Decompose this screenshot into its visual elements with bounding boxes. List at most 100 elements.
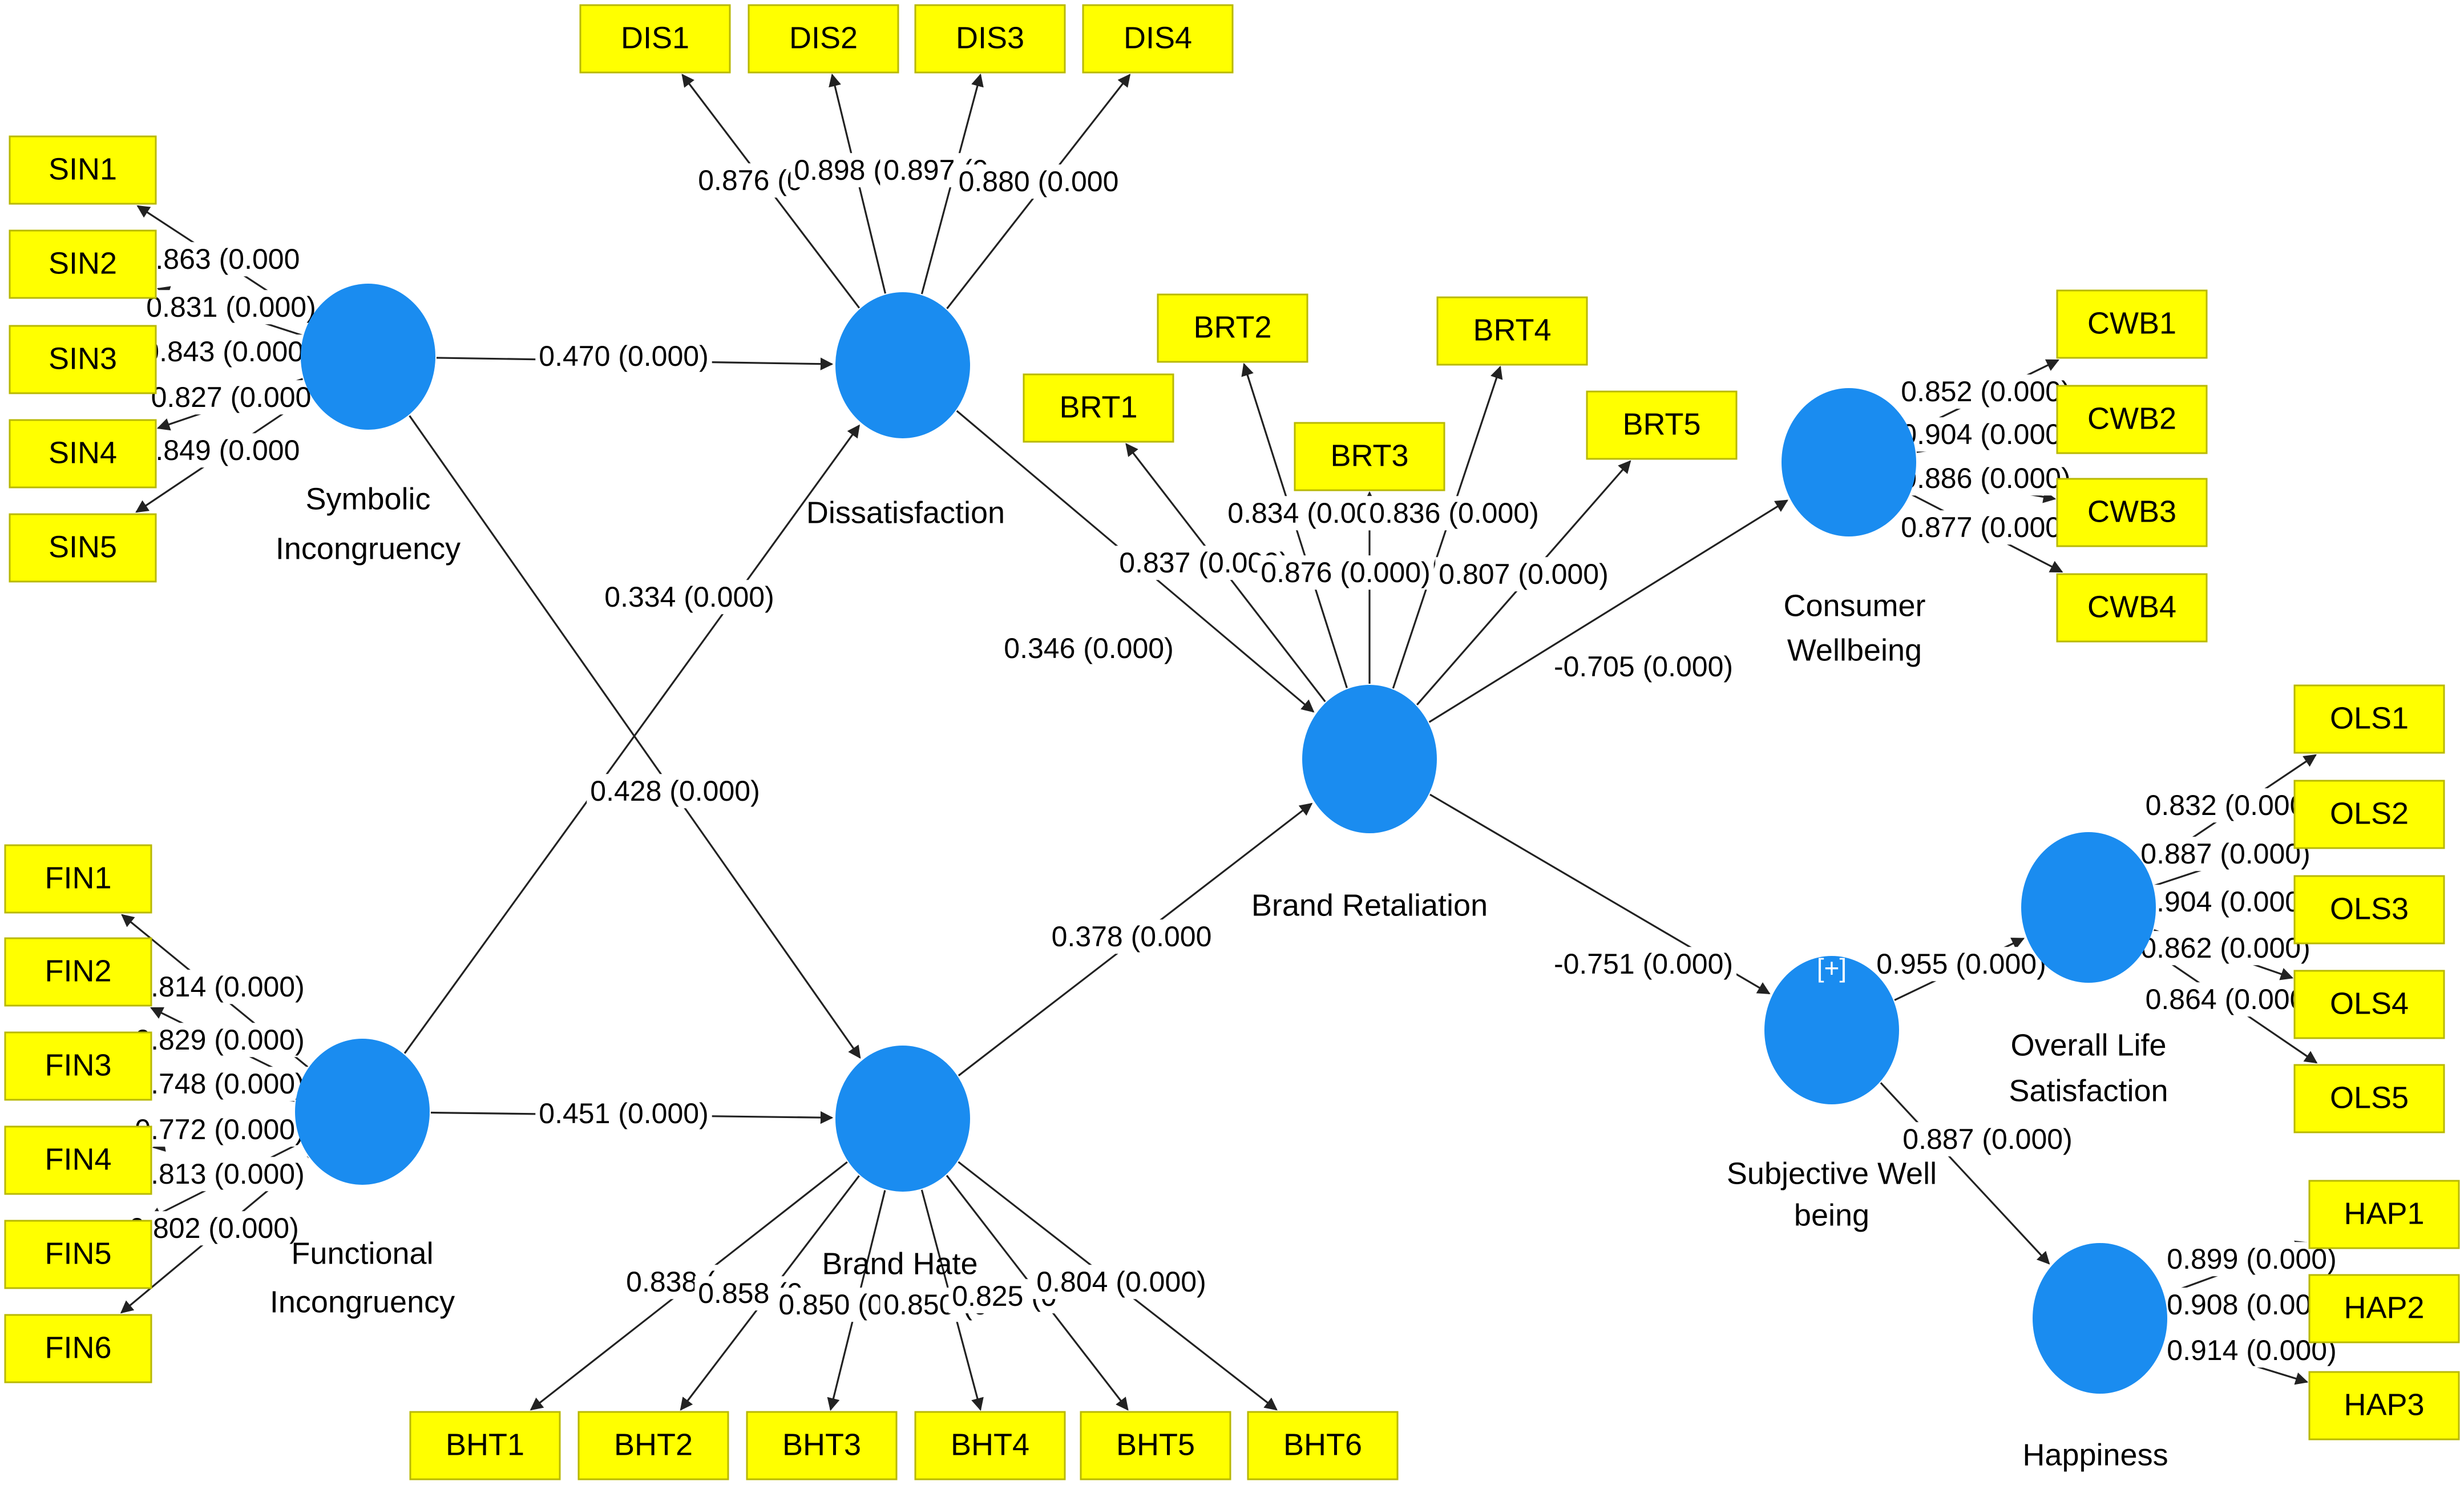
svg-text:0.772 (0.000): 0.772 (0.000): [135, 1113, 304, 1145]
loading-BHT6: 0.804 (0.000): [1033, 1265, 1210, 1300]
loading-OLS3: 0.904 (0.000): [2137, 885, 2314, 919]
loading-FIN4: 0.772 (0.000): [131, 1112, 308, 1147]
indicator-dis2[interactable]: DIS2: [748, 4, 899, 74]
indicator-sin4[interactable]: SIN4: [9, 419, 157, 489]
construct-swb[interactable]: [1764, 956, 1899, 1104]
indicator-sin2[interactable]: SIN2: [9, 229, 157, 299]
loading-OLS5: 0.864 (0.000: [2142, 982, 2309, 1017]
svg-text:0.864 (0.000: 0.864 (0.000: [2146, 983, 2306, 1015]
loading-SIN3: 0.843 (0.000): [140, 334, 317, 369]
indicator-label: FIN3: [45, 1048, 111, 1082]
construct-brt[interactable]: [1302, 685, 1437, 833]
indicator-bht1[interactable]: BHT1: [409, 1411, 561, 1480]
indicator-label: FIN6: [45, 1330, 111, 1365]
indicator-cwb2[interactable]: CWB2: [2056, 385, 2208, 454]
indicator-bht6[interactable]: BHT6: [1247, 1411, 1399, 1480]
loading-CWB2: 0.904 (0.000): [1897, 417, 2074, 452]
path-coefficient-swb-ols: 0.955 (0.000): [1873, 947, 2050, 982]
indicator-fin6[interactable]: FIN6: [4, 1314, 152, 1383]
indicator-sin1[interactable]: SIN1: [9, 135, 157, 205]
indicator-hap2[interactable]: HAP2: [2308, 1274, 2460, 1343]
indicator-brt2[interactable]: BRT2: [1157, 293, 1308, 363]
indicator-label: CWB2: [2087, 401, 2176, 435]
construct-dis[interactable]: [835, 292, 970, 438]
construct-sin[interactable]: [301, 284, 435, 430]
path-coefficient-dis-brt: 0.346 (0.000): [1000, 631, 1177, 666]
indicator-cwb3[interactable]: CWB3: [2056, 478, 2208, 547]
indicator-bht3[interactable]: BHT3: [746, 1411, 898, 1480]
svg-text:0.886 (0.000): 0.886 (0.000): [1901, 462, 2070, 494]
construct-hap[interactable]: [2033, 1243, 2167, 1394]
construct-cwb[interactable]: [1782, 388, 1916, 536]
indicator-label: DIS2: [789, 21, 858, 55]
svg-text:0.876 (0: 0.876 (0: [698, 164, 802, 196]
svg-text:-0.751 (0.000): -0.751 (0.000): [1554, 948, 1733, 980]
indicator-hap1[interactable]: HAP1: [2308, 1180, 2460, 1249]
indicator-label: BRT4: [1473, 313, 1551, 347]
indicator-ols3[interactable]: OLS3: [2293, 875, 2445, 945]
indicator-ols4[interactable]: OLS4: [2293, 970, 2445, 1039]
indicator-brt3[interactable]: BRT3: [1294, 422, 1445, 491]
indicator-label: CWB3: [2087, 494, 2176, 528]
path-arrow-brt-cwb: [1428, 499, 1788, 723]
svg-text:0.813 (0.000): 0.813 (0.000): [135, 1158, 304, 1190]
indicator-fin3[interactable]: FIN3: [4, 1031, 152, 1101]
indicator-label: BHT4: [951, 1427, 1029, 1462]
indicator-fin1[interactable]: FIN1: [4, 844, 152, 914]
construct-fin[interactable]: [295, 1039, 430, 1185]
indicator-ols1[interactable]: OLS1: [2293, 684, 2445, 754]
construct-ols[interactable]: [2021, 832, 2156, 983]
indicator-sin3[interactable]: SIN3: [9, 325, 157, 394]
path-coefficient-fin-bht: 0.451 (0.000): [535, 1096, 712, 1131]
loading-FIN6: 0.802 (0.000): [126, 1211, 302, 1246]
indicator-brt1[interactable]: BRT1: [1023, 373, 1174, 443]
construct-label: Brand Retaliation: [1251, 888, 1488, 922]
svg-text:0.334 (0.000): 0.334 (0.000): [604, 581, 774, 613]
svg-text:0.863 (0.000: 0.863 (0.000: [140, 243, 300, 275]
svg-text:0.955 (0.000): 0.955 (0.000): [1876, 948, 2046, 980]
indicator-fin5[interactable]: FIN5: [4, 1220, 152, 1289]
construct-label: Happiness: [2022, 1438, 2168, 1472]
svg-text:0.914 (0.000): 0.914 (0.000): [2167, 1334, 2336, 1366]
loading-OLS4: 0.862 (0.000): [2137, 931, 2314, 966]
indicator-dis4[interactable]: DIS4: [1082, 4, 1234, 74]
construct-label: Subjective Well: [1727, 1156, 1937, 1191]
svg-text:0.877 (0.000): 0.877 (0.000): [1901, 511, 2070, 543]
indicator-fin4[interactable]: FIN4: [4, 1125, 152, 1195]
indicator-label: CWB4: [2087, 590, 2176, 624]
expand-icon[interactable]: [+]: [1817, 953, 1847, 983]
indicator-dis3[interactable]: DIS3: [914, 4, 1066, 74]
path-arrow-fin-dis: [403, 424, 860, 1054]
indicator-label: SIN3: [49, 341, 117, 376]
indicator-brt4[interactable]: BRT4: [1436, 296, 1588, 366]
svg-text:0.887 (0.000): 0.887 (0.000): [2140, 838, 2310, 870]
loading-BRT4: 0.836 (0.000): [1366, 496, 1542, 531]
loading-CWB1: 0.852 (0.000): [1897, 374, 2074, 409]
indicator-sin5[interactable]: SIN5: [9, 513, 157, 583]
indicator-fin2[interactable]: FIN2: [4, 937, 152, 1007]
indicator-dis1[interactable]: DIS1: [579, 4, 731, 74]
construct-bht[interactable]: [835, 1046, 970, 1192]
indicator-hap3[interactable]: HAP3: [2308, 1371, 2460, 1440]
indicator-ols2[interactable]: OLS2: [2293, 780, 2445, 849]
indicator-label: BHT1: [446, 1427, 524, 1462]
indicator-brt5[interactable]: BRT5: [1586, 390, 1738, 460]
indicator-cwb4[interactable]: CWB4: [2056, 573, 2208, 643]
indicator-bht5[interactable]: BHT5: [1080, 1411, 1231, 1480]
loading-OLS2: 0.887 (0.000): [2137, 837, 2314, 871]
indicator-label: SIN4: [49, 435, 117, 470]
svg-text:0.887 (0.000): 0.887 (0.000): [1902, 1123, 2072, 1155]
indicator-bht4[interactable]: BHT4: [914, 1411, 1066, 1480]
indicator-label: CWB1: [2087, 306, 2176, 340]
indicator-label: OLS1: [2330, 701, 2409, 735]
loading-HAP3: 0.914 (0.000): [2163, 1333, 2340, 1368]
indicator-bht2[interactable]: BHT2: [577, 1411, 729, 1480]
loading-FIN3: 0.748 (0.000): [131, 1067, 308, 1101]
indicator-ols5[interactable]: OLS5: [2293, 1064, 2445, 1133]
indicator-label: DIS1: [621, 21, 689, 55]
svg-text:0.850 (0.: 0.850 (0.: [778, 1289, 891, 1321]
indicator-label: BRT3: [1330, 438, 1408, 473]
svg-text:0.451 (0.000): 0.451 (0.000): [539, 1097, 708, 1129]
indicator-cwb1[interactable]: CWB1: [2056, 289, 2208, 359]
construct-label: Overall Life: [2010, 1028, 2166, 1062]
